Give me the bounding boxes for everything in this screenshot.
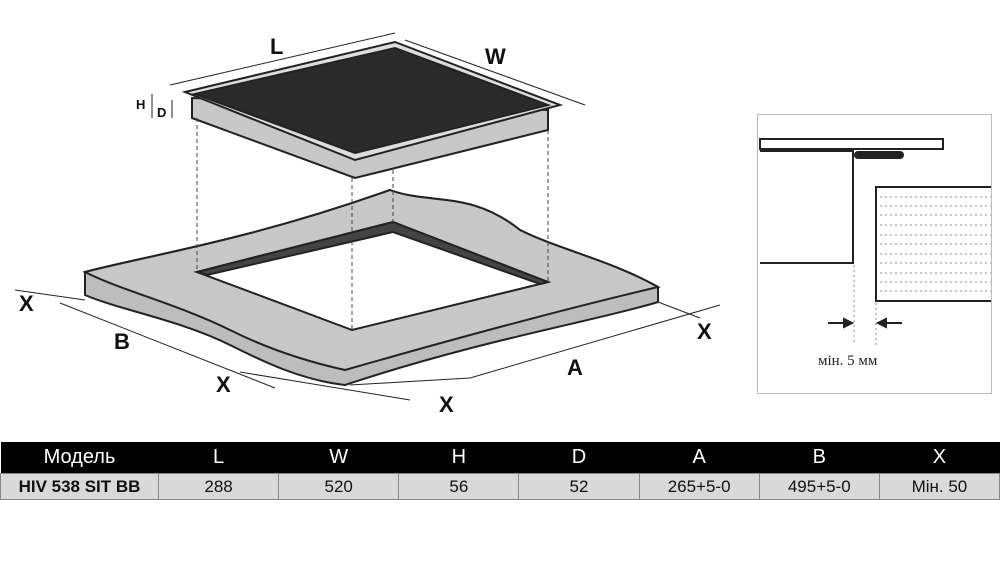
label-X-left: X	[19, 291, 34, 316]
cell-B: 495+5-0	[758, 473, 880, 500]
header-H: H	[398, 442, 519, 474]
dimension-lines	[14, 32, 721, 401]
header-A: A	[639, 442, 760, 474]
table-header-row: Модель L W H D A B X	[0, 442, 1000, 474]
label-B: B	[114, 329, 130, 354]
cell-D: 52	[518, 473, 640, 500]
label-X-bottom: X	[439, 392, 454, 417]
label-X-bottom-left: X	[216, 372, 231, 397]
clearance-drawing	[759, 138, 991, 345]
label-W: W	[485, 44, 506, 69]
header-D: D	[518, 442, 640, 474]
cell-W: 520	[278, 473, 400, 500]
dimensions-table: Модель L W H D A B X HIV 538 SIT BB 288 …	[0, 442, 1000, 500]
label-X-right: X	[697, 319, 712, 344]
label-D: D	[157, 105, 167, 120]
hob	[181, 40, 564, 180]
installation-diagram	[14, 32, 721, 401]
header-model: Модель	[0, 442, 159, 474]
header-L: L	[158, 442, 279, 474]
header-B: B	[759, 442, 880, 474]
arrow-icons	[828, 317, 902, 329]
cell-model: HIV 538 SIT BB	[0, 473, 159, 500]
label-A: A	[567, 355, 583, 380]
clearance-detail	[757, 114, 992, 394]
label-H: H	[136, 97, 146, 112]
cell-X: Мін. 50	[878, 473, 1000, 500]
countertop	[82, 188, 661, 387]
clearance-caption: мін. 5 мм	[818, 353, 878, 369]
cell-A: 265+5-0	[638, 473, 760, 500]
cell-H: 56	[398, 473, 520, 500]
label-L: L	[270, 34, 284, 59]
header-X: X	[879, 442, 1000, 474]
cell-L: 288	[157, 473, 280, 500]
table-row: HIV 538 SIT BB 288 520 56 52 265+5-0 495…	[0, 473, 1000, 500]
projection-lines	[196, 118, 549, 330]
header-W: W	[278, 442, 399, 474]
